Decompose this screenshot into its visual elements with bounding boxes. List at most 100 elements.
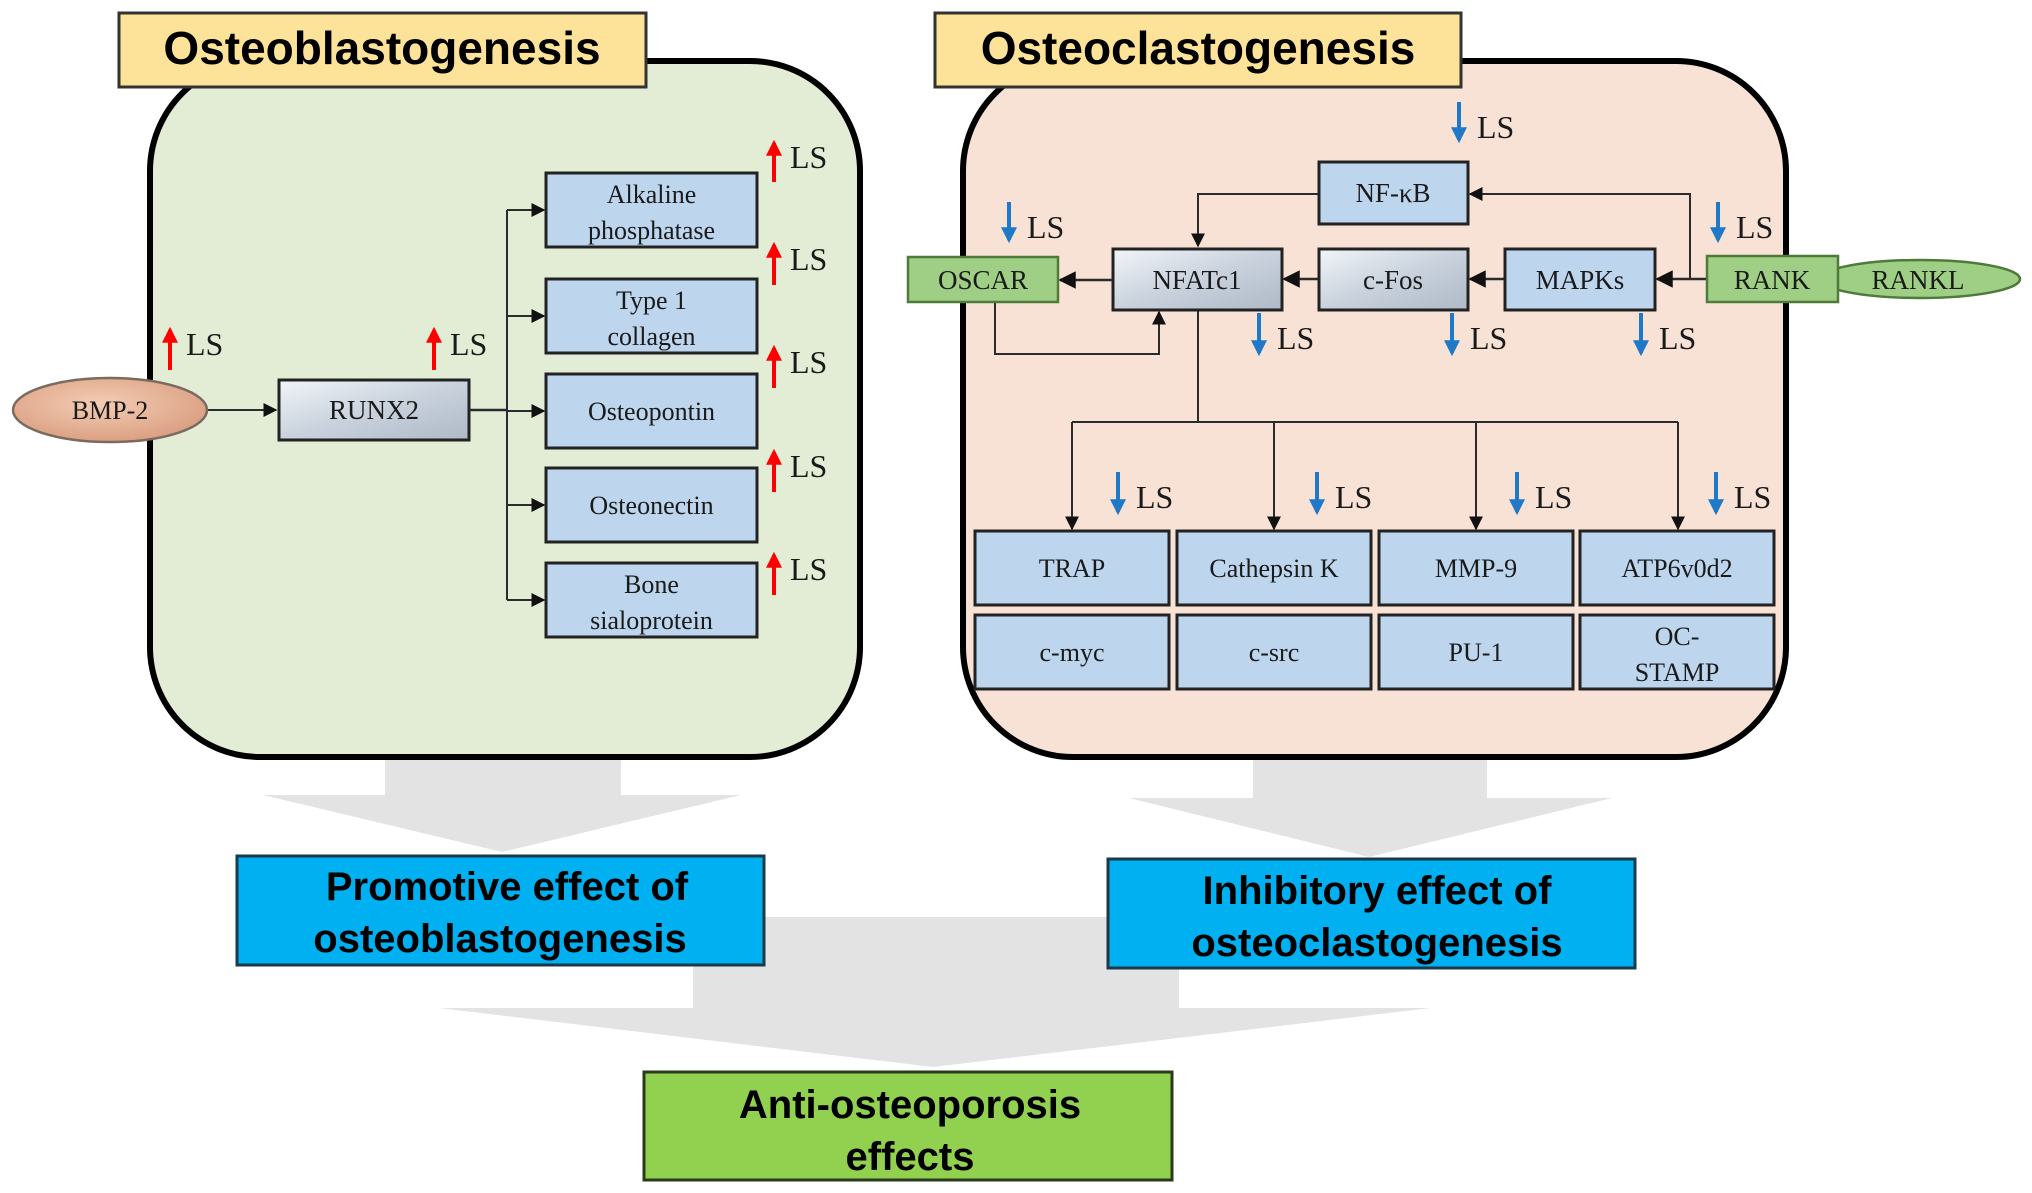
- ls-label: LS: [1335, 479, 1372, 515]
- promotive-effect-line2: osteoblastogenesis: [313, 917, 686, 961]
- marker-label-line2: collagen: [607, 322, 695, 351]
- node-runx2-label: RUNX2: [329, 395, 419, 425]
- flow-arrow-final: [439, 917, 1431, 1067]
- target-gene-label: c-myc: [1040, 638, 1105, 667]
- marker-label: Osteopontin: [588, 397, 715, 426]
- ls-decrease-indicator: LS: [1110, 472, 1173, 516]
- marker-label-line1: Type 1: [616, 286, 687, 315]
- target-gene-box: [1377, 613, 1575, 691]
- target-gene-label: MMP-9: [1435, 554, 1517, 583]
- marker-label-line1: Bone: [624, 570, 679, 599]
- target-gene-box: [1175, 613, 1373, 691]
- ls-decrease-indicator: LS: [1451, 102, 1514, 145]
- flow-arrow-osteoclast: [1129, 757, 1612, 857]
- node-rankl-label: RANKL: [1872, 265, 1965, 295]
- inhibitory-effect-line1: Inhibitory effect of: [1203, 869, 1553, 913]
- ls-label: LS: [1136, 479, 1173, 515]
- connector-oscar-nfatc1-loop: [994, 302, 1166, 355]
- ls-increase-indicator: LS: [766, 551, 827, 595]
- anti-osteoporosis-line2: effects: [846, 1135, 975, 1179]
- target-gene-label: ATP6v0d2: [1621, 554, 1732, 583]
- anti-osteoporosis-line1: Anti-osteoporosis: [739, 1083, 1081, 1127]
- marker-box: [544, 466, 759, 544]
- target-gene-box: [973, 613, 1171, 691]
- ls-decrease-indicator: LS: [1708, 472, 1771, 516]
- ls-label: LS: [790, 139, 827, 175]
- marker-label: Osteonectin: [589, 491, 713, 520]
- promotive-effect-line1: Promotive effect of: [326, 865, 689, 909]
- ls-increase-indicator: LS: [426, 326, 487, 370]
- ls-label: LS: [790, 551, 827, 587]
- ls-label: LS: [1736, 209, 1773, 245]
- target-gene-label: OC-: [1655, 622, 1700, 651]
- ls-label: LS: [186, 326, 223, 362]
- target-gene-label: Cathepsin K: [1209, 554, 1338, 583]
- node-rank: [1705, 254, 1840, 304]
- ls-label: LS: [450, 326, 487, 362]
- ls-decrease-indicator: LS: [1633, 313, 1696, 357]
- marker-label-line2: phosphatase: [588, 216, 715, 245]
- marker-label-line2: sialoprotein: [590, 606, 713, 635]
- ls-decrease-indicator: LS: [1309, 472, 1372, 516]
- ls-label: LS: [1659, 320, 1696, 356]
- target-gene-label: PU-1: [1449, 638, 1504, 667]
- marker-box: [544, 277, 759, 355]
- ls-label: LS: [790, 344, 827, 380]
- node-bmp2: [11, 376, 209, 444]
- node-cfos: [1317, 247, 1470, 312]
- outcome-final: Anti-osteoporosis effects: [642, 1070, 1174, 1182]
- node-cfos-label: c-Fos: [1363, 265, 1423, 295]
- osteoblast-title-box: [117, 11, 648, 89]
- osteoclast-title-box: [933, 11, 1463, 89]
- target-gene-label: STAMP: [1635, 658, 1720, 687]
- ls-decrease-indicator: LS: [1710, 202, 1773, 245]
- marker-box: [544, 171, 759, 249]
- ls-label: LS: [790, 448, 827, 484]
- inhibitory-effect-box: [1106, 857, 1637, 970]
- ls-increase-indicator: LS: [162, 326, 223, 370]
- target-gene-label: c-src: [1249, 638, 1300, 667]
- ls-increase-indicator: LS: [766, 241, 827, 285]
- node-bmp2-label: BMP-2: [72, 396, 149, 425]
- inhibitory-effect-line2: osteoclastogenesis: [1191, 921, 1562, 965]
- node-mapks: [1503, 247, 1657, 312]
- node-oscar: [906, 255, 1060, 304]
- node-mapks-label: MAPKs: [1536, 265, 1625, 295]
- ls-decrease-indicator: LS: [1509, 472, 1572, 516]
- target-gene-label: TRAP: [1039, 554, 1105, 583]
- node-nfatc1: [1111, 247, 1284, 312]
- node-oscar-label: OSCAR: [938, 265, 1028, 295]
- promotive-effect-box: [235, 854, 766, 967]
- ls-increase-indicator: LS: [766, 139, 827, 182]
- target-gene-box: [1175, 529, 1373, 607]
- ls-increase-indicator: LS: [766, 344, 827, 388]
- node-nfkb: [1317, 160, 1470, 226]
- flow-arrow-osteoblast: [263, 757, 741, 852]
- anti-osteoporosis-box: [642, 1070, 1174, 1182]
- node-rank-label: RANK: [1734, 265, 1811, 295]
- target-gene-box: [973, 529, 1171, 607]
- ls-label: LS: [1470, 320, 1507, 356]
- marker-label-line1: Alkaline: [607, 180, 697, 209]
- ls-label: LS: [1477, 109, 1514, 145]
- ls-decrease-indicator: LS: [1251, 313, 1314, 357]
- ls-decrease-indicator: LS: [1444, 313, 1507, 357]
- ls-label: LS: [1535, 479, 1572, 515]
- target-gene-box: [1377, 529, 1575, 607]
- ls-label: LS: [1027, 209, 1064, 245]
- ls-label: LS: [790, 241, 827, 277]
- node-nfkb-label: NF-κB: [1355, 178, 1430, 208]
- target-gene-box: [1578, 613, 1776, 691]
- marker-box: [544, 561, 759, 639]
- outcome-promotive: Promotive effect of osteoblastogenesis: [235, 854, 766, 967]
- osteoclast-title: Osteoclastogenesis: [981, 22, 1416, 74]
- osteoblastogenesis-panel: Osteoblastogenesis BMP-2 RUNX2 Alkalinep…: [11, 11, 863, 760]
- osteoclastogenesis-panel: Osteoclastogenesis NF-κB NFATc1 c-Fos MA…: [906, 11, 2022, 760]
- ls-decrease-indicator: LS: [1001, 202, 1064, 245]
- marker-box: [544, 372, 759, 450]
- outcome-inhibitory: Inhibitory effect of osteoclastogenesis: [1106, 857, 1637, 970]
- node-nfatc1-label: NFATc1: [1152, 265, 1241, 295]
- ls-label: LS: [1734, 479, 1771, 515]
- target-gene-box: [1578, 529, 1776, 607]
